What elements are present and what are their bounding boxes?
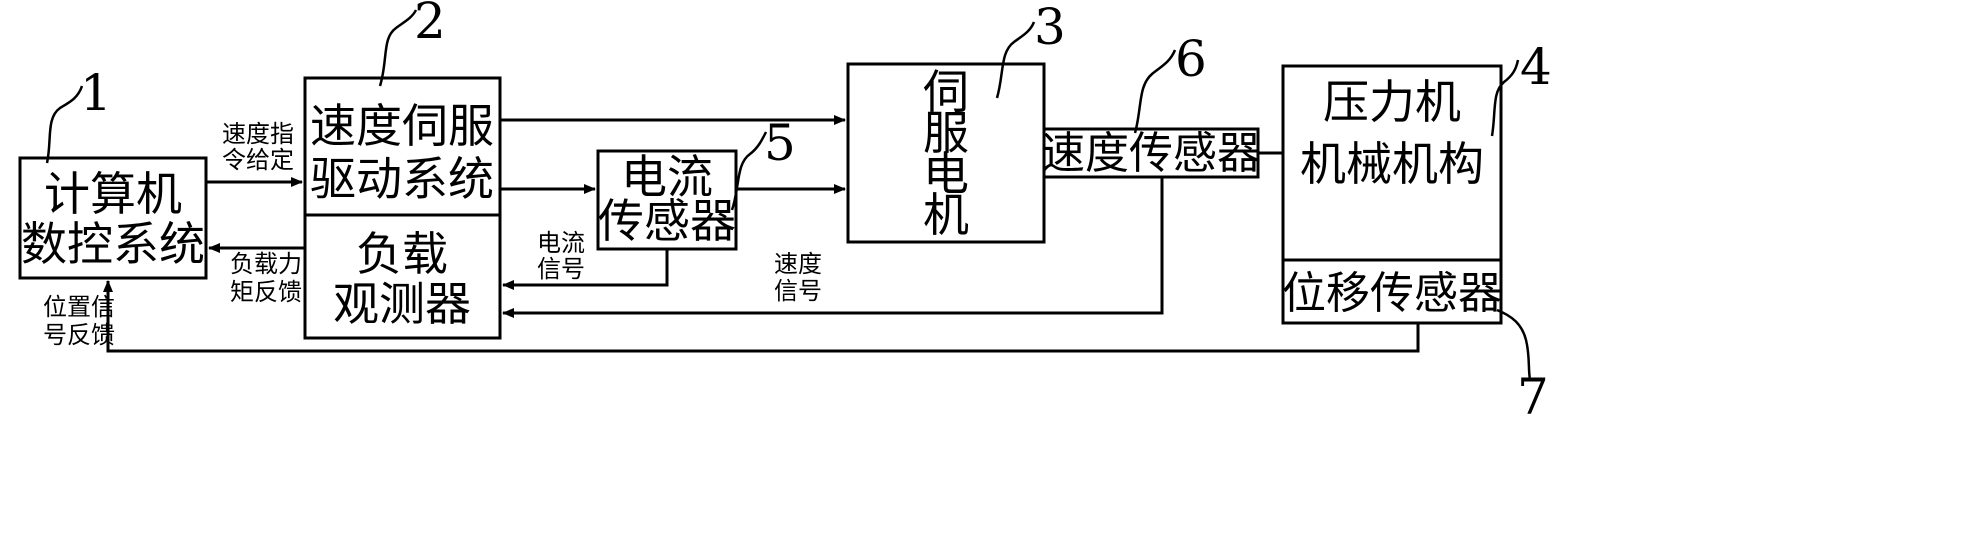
current-signal-label-line2: 信号 <box>537 255 585 283</box>
position-feedback-label-line1: 位置信 <box>43 293 115 321</box>
current-sensor-label-line2: 传感器 <box>598 194 736 248</box>
speed-signal-label-line1: 速度 <box>774 250 822 278</box>
speed-signal-label-line2: 信号 <box>774 277 822 305</box>
load-observer-label-line2: 观测器 <box>333 277 471 331</box>
displacement-sensor-block: 位移传感器 <box>1282 260 1502 323</box>
speed-command-label-line1: 速度指 <box>222 120 294 148</box>
computer-label-line2: 数控系统 <box>21 217 205 271</box>
callout-3-number: 3 <box>1034 0 1066 56</box>
displacement-sensor-label: 位移传感器 <box>1282 268 1502 319</box>
computer-cnc-block: 计算机 数控系统 <box>20 158 206 278</box>
callout-2-number: 2 <box>414 0 446 50</box>
load-observer-label-line1: 负载 <box>356 227 448 281</box>
position-feedback-label-line2: 号反馈 <box>43 321 115 349</box>
speed-sensor-label: 速度传感器 <box>1041 128 1261 179</box>
callout-4-number: 4 <box>1520 38 1552 96</box>
speed-servo-drive-block: 速度伺服 驱动系统 <box>305 78 500 215</box>
callout-7-number: 7 <box>1517 368 1549 426</box>
servo-drive-label-line2: 驱动系统 <box>310 152 494 206</box>
servo-drive-label-line1: 速度伺服 <box>310 99 494 153</box>
computer-label-line1: 计算机 <box>44 167 182 221</box>
speed-sensor-block: 速度传感器 <box>1041 128 1261 179</box>
press-mechanism-block: 压力机 机械机构 <box>1283 66 1501 260</box>
servo-motor-block: 伺 服 电 机 <box>848 64 1044 242</box>
speed-command-label-line2: 令给定 <box>222 146 294 174</box>
callout-5-number: 5 <box>764 114 796 172</box>
servo-motor-label-4: 机 <box>923 188 969 242</box>
load-torque-label-line2: 矩反馈 <box>230 278 302 306</box>
press-mechanism-label-line2: 机械机构 <box>1300 137 1484 191</box>
callout-1-number: 1 <box>80 64 112 122</box>
callout-2-leader <box>380 10 416 86</box>
press-mechanism-label-line1: 压力机 <box>1323 75 1461 129</box>
callout-6-leader <box>1135 50 1175 133</box>
callout-6-number: 6 <box>1175 30 1207 88</box>
current-signal-arrow <box>503 249 667 285</box>
load-observer-block: 负载 观测器 <box>305 215 500 338</box>
current-sensor-block: 电流 传感器 <box>598 150 736 249</box>
callout-1-leader <box>47 86 82 163</box>
load-torque-label-line1: 负载力 <box>230 250 302 278</box>
current-signal-label-line1: 电流 <box>537 229 585 257</box>
